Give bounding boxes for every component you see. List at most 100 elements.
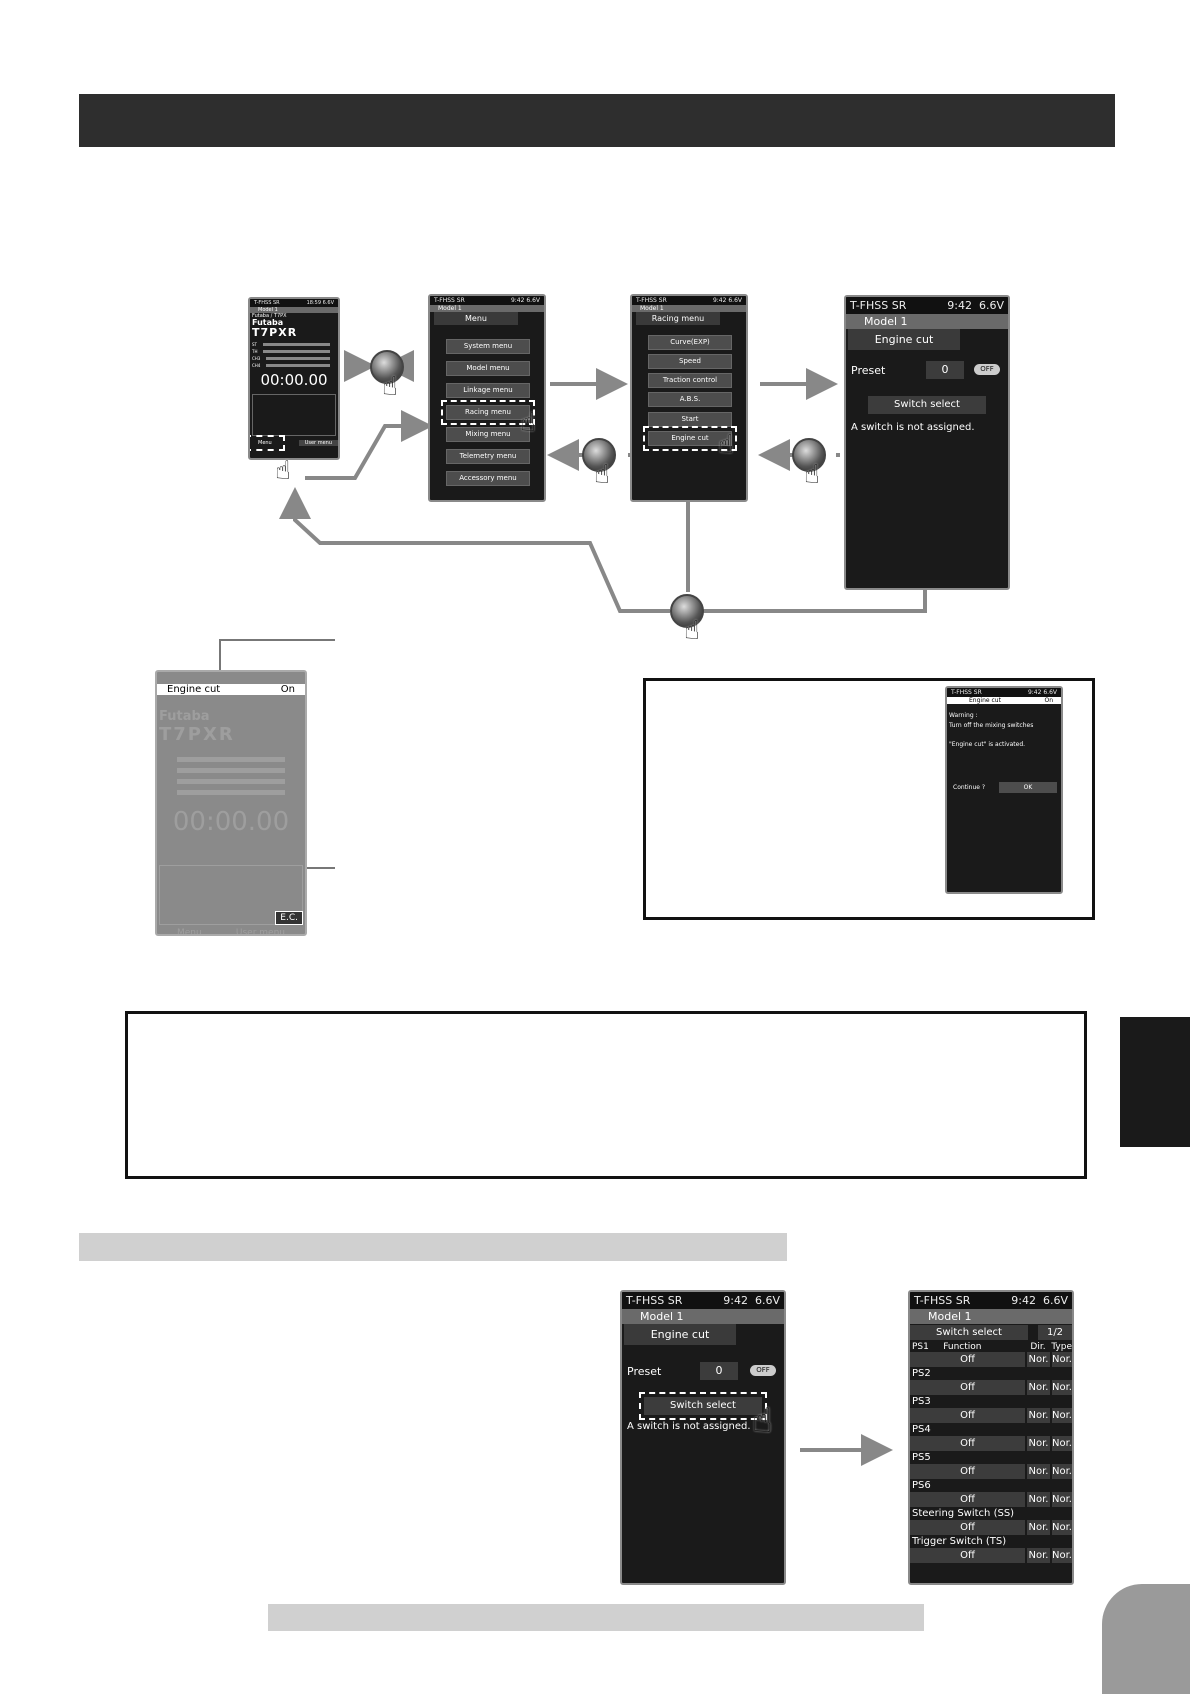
switch-dir[interactable]: Nor. [1027,1492,1050,1507]
switch-function[interactable]: Off [910,1408,1025,1423]
racing-item-start[interactable]: Start [648,412,732,427]
continue-prompt: Continue ? [953,784,986,791]
switch-type[interactable]: Nor. [1052,1380,1072,1395]
hand-pointer-icon: ☝ [752,1401,773,1441]
menu-button[interactable]: Menu [177,928,202,936]
menu-item-system[interactable]: System menu [446,339,530,354]
switch-row-label: Steering Switch (SS) [912,1508,1015,1519]
warning-screen: T-FHSS SR 9:42 6.6V Engine cut On Warnin… [945,686,1063,894]
preset-off-toggle[interactable]: OFF [750,1365,776,1376]
model-bar: Model 1 [846,314,1008,329]
jog-dial-back-1[interactable] [370,350,404,384]
switch-dir[interactable]: Nor. [1027,1408,1050,1423]
user-menu-button[interactable]: User menu [235,928,285,936]
trim-label: ST [252,342,257,347]
jog-dial-back-2[interactable] [582,438,616,472]
switch-type[interactable]: Nor. [1052,1464,1072,1479]
status-time: 9:42 [1027,689,1042,696]
switch-row-label: PS6 [912,1480,931,1491]
menu-item-telemetry[interactable]: Telemetry menu [446,449,530,464]
racing-item-engine-cut[interactable]: Engine cut [643,426,737,451]
switch-function[interactable]: Off [910,1548,1025,1563]
switch-row-label: PS3 [912,1396,931,1407]
switch-type[interactable]: Nor. [1052,1548,1072,1563]
switch-type[interactable]: Nor. [1052,1436,1072,1451]
product-name: T7PXR [252,326,298,339]
status-protocol: T-FHSS SR [434,297,465,304]
menu-button[interactable]: Menu [250,435,285,451]
preset-value[interactable]: 0 [926,361,964,379]
hand-pointer-icon: ☝ [382,372,398,402]
switch-table-header: PS1 Function Dir. Type [910,1342,1072,1352]
info-panel [252,394,336,436]
switch-dir[interactable]: Nor. [1027,1380,1050,1395]
hand-pointer-icon: ☝ [275,456,291,486]
switch-dir[interactable]: Nor. [1027,1436,1050,1451]
switch-type[interactable]: Nor. [1052,1352,1072,1367]
status-battery: 6.6V [728,297,742,304]
switch-type[interactable]: Nor. [1052,1520,1072,1535]
switch-row-label: PS4 [912,1424,931,1435]
preset-off-toggle[interactable]: OFF [974,364,1000,375]
section-header-bar [79,94,1115,147]
status-bar: T-FHSS SR 9:42 6.6V [622,1292,784,1309]
engine-cut-home-screen: Engine cut On Futaba T7PXR 00:00.00 E.C.… [155,670,307,936]
switch-function[interactable]: Off [910,1520,1025,1535]
preset-label: Preset [851,364,886,377]
col-function: Function [943,1342,982,1352]
switch-type[interactable]: Nor. [1052,1492,1072,1507]
page-indicator[interactable]: 1/2 [1038,1325,1072,1340]
switch-row-label: PS2 [912,1368,931,1379]
status-battery: 6.6V [978,299,1004,312]
switch-type[interactable]: Nor. [1052,1408,1072,1423]
menu-item-linkage[interactable]: Linkage menu [446,383,530,398]
engine-cut-screen: T-FHSS SR 9:42 6.6V Model 1 Engine cut P… [844,295,1010,590]
user-name: Futaba / T7PX [252,313,287,319]
status-battery: 6.6V [322,300,334,306]
jog-dial-back-3[interactable] [792,438,826,472]
switch-dir[interactable]: Nor. [1027,1464,1050,1479]
switch-function[interactable]: Off [910,1464,1025,1479]
racing-item-speed[interactable]: Speed [648,354,732,369]
jog-dial-home[interactable] [670,594,704,628]
racing-item-curve[interactable]: Curve(EXP) [648,335,732,350]
menu-item-model[interactable]: Model menu [446,361,530,376]
hand-pointer-icon: ☝ [718,430,734,460]
racing-menu-screen: T-FHSS SR 9:42 6.6V Model 1 Racing menu … [630,294,748,502]
switch-dir[interactable]: Nor. [1027,1520,1050,1535]
switch-dir[interactable]: Nor. [1027,1548,1050,1563]
switch-function[interactable]: Off [910,1436,1025,1451]
screen-title: Menu [434,312,518,325]
screen-title: Engine cut [848,329,960,350]
menu-item-mixing[interactable]: Mixing menu [446,427,530,442]
status-protocol: T-FHSS SR [254,300,280,306]
switch-dir[interactable]: Nor. [1027,1352,1050,1367]
switch-function[interactable]: Off [910,1380,1025,1395]
preset-value[interactable]: 0 [700,1362,738,1380]
racing-item-abs[interactable]: A.B.S. [648,392,732,407]
switch-row-label: Trigger Switch (TS) [912,1536,1007,1547]
user-menu-button[interactable]: User menu [298,440,338,446]
menu-item-racing[interactable]: Racing menu [441,400,535,425]
warning-title: Warning : [949,712,978,719]
ok-button[interactable]: OK [999,782,1057,793]
switch-select-button[interactable]: Switch select [868,396,986,414]
trim-bars: ST TH CH3 CH4 [250,338,338,372]
switch-function[interactable]: Off [910,1492,1025,1507]
switch-function[interactable]: Off [910,1352,1025,1367]
switch-select-button[interactable]: Switch select [639,1392,767,1420]
status-battery: 6.6V [754,1294,780,1307]
switch-not-assigned-message: A switch is not assigned. [627,1421,751,1432]
menu-item-accessory[interactable]: Accessory menu [446,471,530,486]
status-battery: 6.6V [1042,1294,1068,1307]
status-bar: T-FHSS SR 18:59 6.6V [250,299,338,307]
racing-item-traction[interactable]: Traction control [648,373,732,388]
